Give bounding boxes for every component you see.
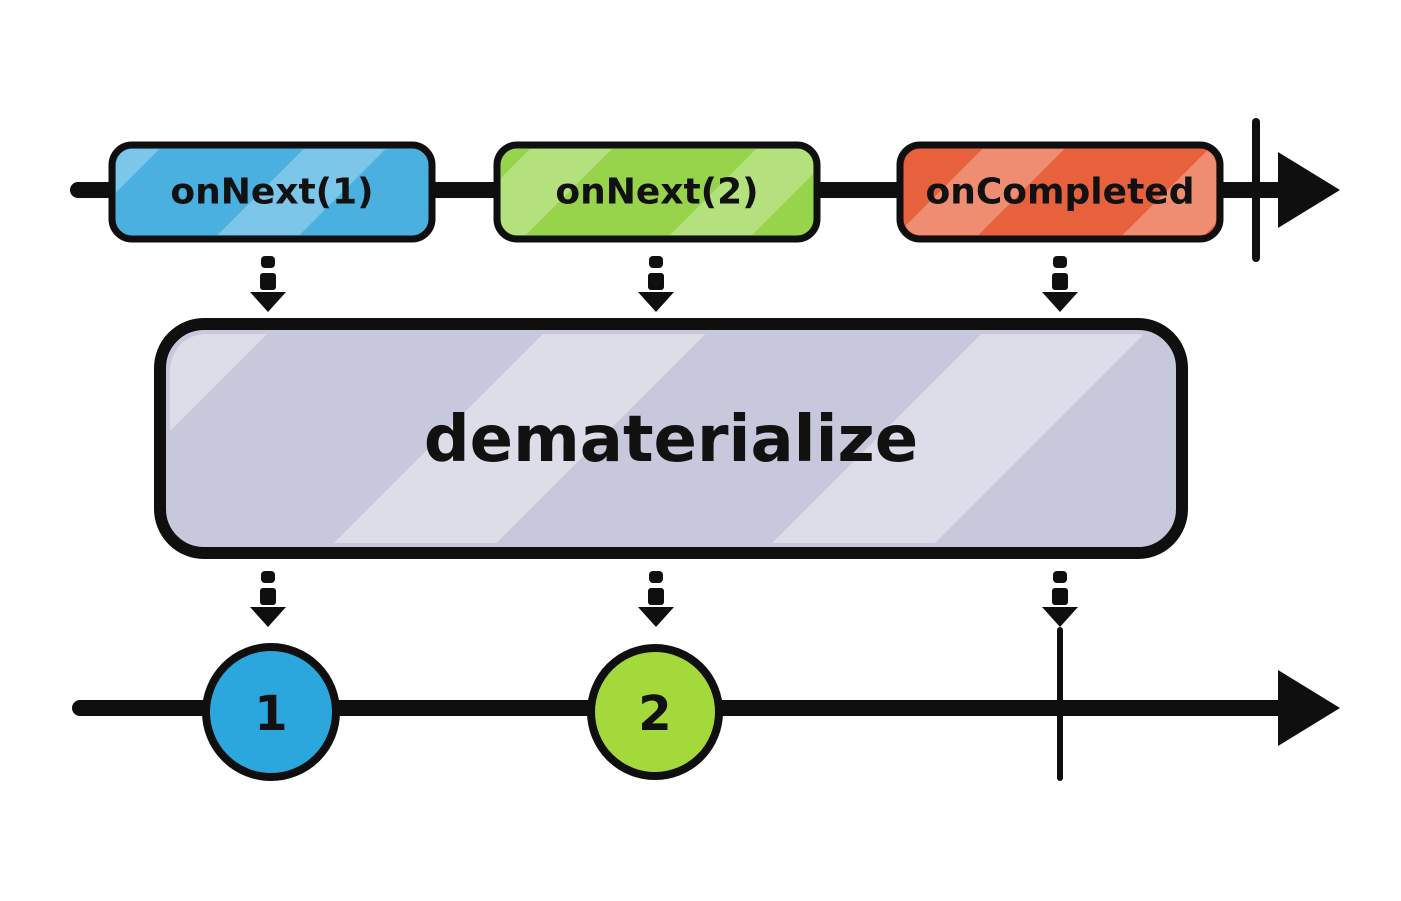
marble-label: 2 (638, 686, 671, 742)
flow-arrow-top-3 (1042, 256, 1078, 312)
operator-box: dematerialize (154, 318, 1188, 559)
arrow-dash (648, 273, 664, 290)
arrow-dot (649, 256, 663, 268)
stripe-overlay (904, 149, 1216, 235)
flow-arrow-bottom-1 (250, 571, 286, 627)
stripe-overlay (170, 334, 1172, 543)
arrow-dash (260, 273, 276, 290)
output-timeline-arrowhead (1278, 670, 1340, 746)
operator-label: dematerialize (424, 403, 918, 477)
flow-arrow-bottom-3 (1042, 571, 1078, 627)
flow-arrow-top-2 (638, 256, 674, 312)
event-label: onCompleted (926, 172, 1195, 213)
arrow-dot (1053, 256, 1067, 268)
arrow-dash (1052, 273, 1068, 290)
marble-2: 2 (587, 644, 723, 780)
event-box-onnext-2: onNext(2) (493, 141, 821, 243)
output-timeline: 1 2 (72, 627, 1340, 781)
flow-arrow-bottom-2 (638, 571, 674, 627)
stripe-overlay (116, 149, 428, 235)
flow-arrow-top-1 (250, 256, 286, 312)
marble-circle (587, 644, 723, 780)
event-box-onnext-1: onNext(1) (108, 141, 436, 243)
event-box-oncompleted: onCompleted (896, 141, 1224, 243)
arrow-dash (1052, 588, 1068, 605)
arrow-head (638, 607, 674, 627)
arrow-dot (649, 571, 663, 583)
arrow-dot (261, 571, 275, 583)
arrow-dot (1053, 571, 1067, 583)
marble-1: 1 (202, 643, 340, 781)
arrow-head (250, 292, 286, 312)
arrow-dash (260, 588, 276, 605)
input-timeline-arrowhead (1278, 152, 1340, 228)
arrow-head (638, 292, 674, 312)
marble-label: 1 (254, 686, 287, 742)
event-label: onNext(2) (555, 172, 758, 213)
arrow-head (1042, 607, 1078, 627)
arrow-dot (261, 256, 275, 268)
arrow-dash (648, 588, 664, 605)
event-label: onNext(1) (170, 172, 373, 213)
marble-circle (202, 643, 340, 781)
input-timeline: onNext(1) onNext(2) onCompleted (70, 118, 1340, 262)
arrow-head (250, 607, 286, 627)
stripe-overlay (501, 149, 813, 235)
arrow-head (1042, 292, 1078, 312)
